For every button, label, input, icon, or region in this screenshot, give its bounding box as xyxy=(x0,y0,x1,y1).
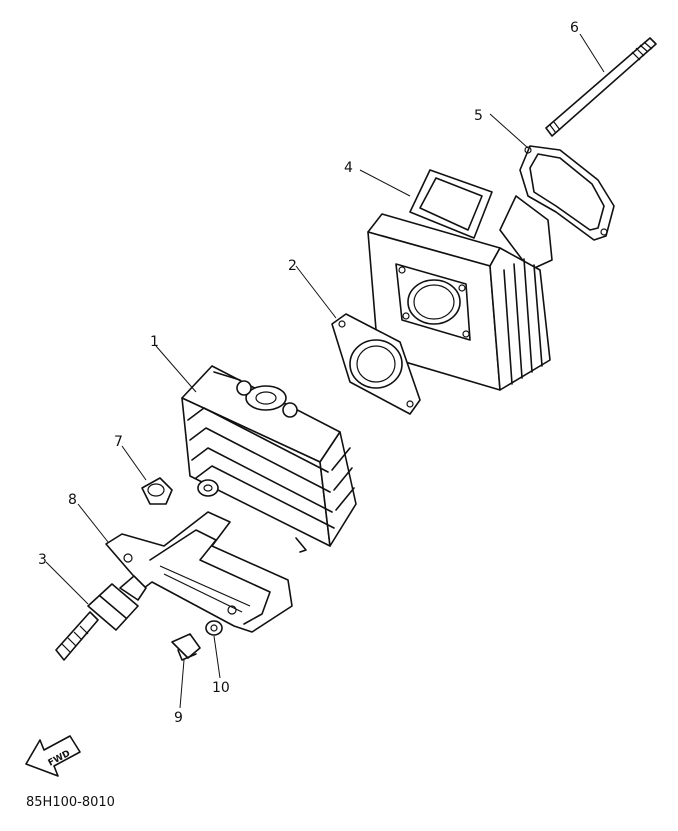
callout-6: 6 xyxy=(570,20,579,36)
bolt-part xyxy=(171,633,201,661)
fwd-arrow-icon: FWD xyxy=(25,735,81,777)
stud-bolt-part xyxy=(545,37,657,137)
diagram-code: 85H100-8010 xyxy=(26,795,115,810)
callout-5: 5 xyxy=(474,108,483,124)
spark-plug-part xyxy=(55,575,147,661)
cylinder-head-gasket-part xyxy=(519,145,615,241)
callout-9: 9 xyxy=(174,710,183,726)
cylinder-gasket-part xyxy=(331,313,421,415)
cap-part xyxy=(141,477,173,505)
callout-10: 10 xyxy=(212,680,230,696)
callout-3: 3 xyxy=(38,552,47,568)
cylinder-head-part xyxy=(181,365,357,553)
callout-7: 7 xyxy=(114,434,123,450)
callout-2: 2 xyxy=(288,258,297,274)
callout-4: 4 xyxy=(344,160,353,176)
air-shroud-cover-part xyxy=(105,511,293,633)
leader-lines xyxy=(45,33,605,709)
washer-part xyxy=(205,620,223,636)
callout-1: 1 xyxy=(150,334,159,350)
callout-8: 8 xyxy=(68,492,77,508)
